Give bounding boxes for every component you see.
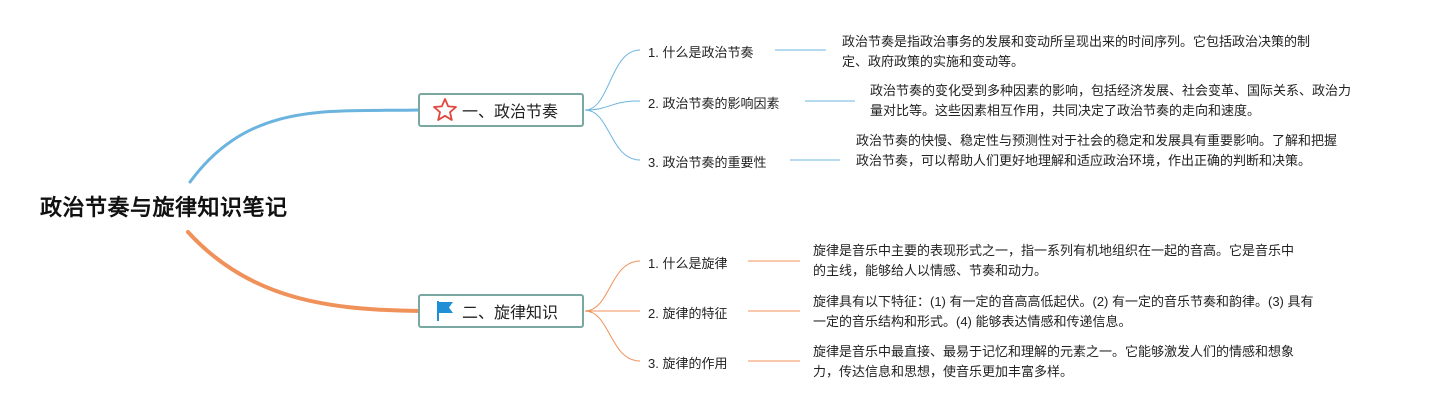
topic-what-is-melody[interactable]: 1. 什么是旋律 bbox=[648, 256, 728, 271]
branch-label: 二、旋律知识 bbox=[462, 303, 559, 322]
branch-2-to-topic-3-line bbox=[584, 310, 641, 362]
topic-what-is-political-rhythm[interactable]: 1. 什么是政治节奏 bbox=[648, 45, 754, 60]
root-to-branch-1-line bbox=[188, 108, 422, 184]
topic-description: 政治节奏是指政治事务的发展和变动所呈现出来的时间序列。它包括政治决策的制定、政府… bbox=[842, 34, 1311, 69]
branch-label: 一、政治节奏 bbox=[462, 102, 559, 121]
root-title[interactable]: 政治节奏与旋律知识笔记 bbox=[40, 196, 288, 221]
topic-description: 旋律是音乐中主要的表现形式之一，指一系列有机地组织在一起的音高。它是音乐中的主线… bbox=[813, 243, 1295, 278]
branch-2-to-topic-1-line bbox=[584, 260, 641, 312]
branch-1-to-topic-2-line bbox=[584, 100, 641, 111]
branch-1-to-topic-3-line bbox=[584, 109, 641, 161]
star-icon bbox=[432, 97, 458, 123]
root-to-branch-2-line bbox=[186, 230, 422, 313]
topic-description: 旋律具有以下特征：(1) 有一定的音高高低起伏。(2) 有一定的音乐节奏和韵律。… bbox=[813, 294, 1314, 329]
topic-melody-role[interactable]: 3. 旋律的作用 bbox=[648, 356, 728, 371]
branch-1-to-topic-1-line bbox=[584, 49, 641, 111]
topic-political-rhythm-factors[interactable]: 2. 政治节奏的影响因素 bbox=[648, 96, 780, 111]
flag-icon bbox=[432, 298, 458, 324]
topic-description: 政治节奏的变化受到多种因素的影响，包括经济发展、社会变革、国际关系、政治力量对比… bbox=[870, 83, 1352, 118]
topic-description: 政治节奏的快慢、稳定性与预测性对于社会的稳定和发展具有重要影响。了解和把握政治节… bbox=[856, 133, 1338, 168]
branch-melody-knowledge[interactable]: 二、旋律知识 bbox=[418, 294, 584, 328]
topic-melody-features[interactable]: 2. 旋律的特征 bbox=[648, 306, 728, 321]
topic-political-rhythm-importance[interactable]: 3. 政治节奏的重要性 bbox=[648, 155, 767, 170]
branch-political-rhythm[interactable]: 一、政治节奏 bbox=[418, 93, 584, 127]
topic-description: 旋律是音乐中最直接、最易于记忆和理解的元素之一。它能够激发人们的情感和想象力，传… bbox=[813, 344, 1295, 379]
